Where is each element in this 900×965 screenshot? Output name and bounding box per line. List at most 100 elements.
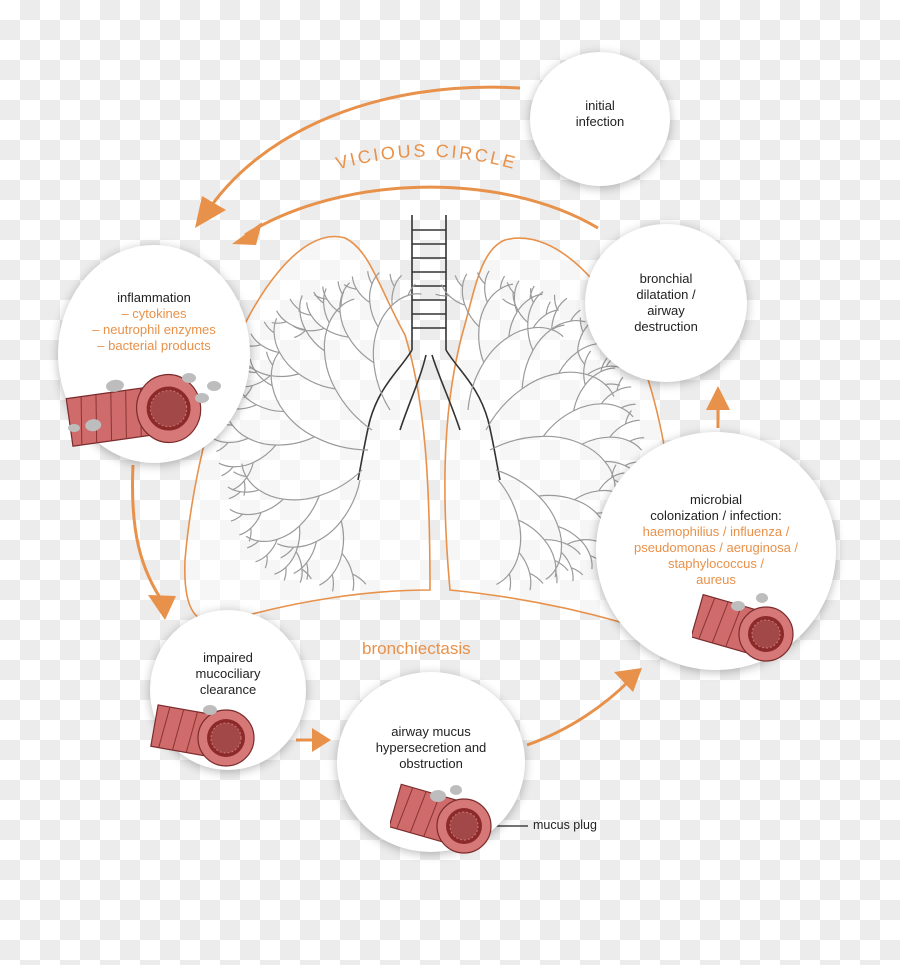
- bronchus-branch: [253, 444, 277, 464]
- bronchus-branch: [323, 350, 336, 390]
- bronchus-branch: [389, 273, 395, 287]
- bronchus-branch: [621, 407, 634, 418]
- bronchus-branch: [352, 573, 367, 585]
- bronchus-branch: [551, 320, 571, 330]
- bronchus-branch: [441, 284, 450, 296]
- bronchus-branch: [233, 461, 254, 468]
- bronchus-branch: [283, 495, 320, 501]
- bronchus-branch: [486, 288, 501, 303]
- cycle-arrows: [131, 85, 720, 747]
- bronchus-branch: [484, 283, 488, 303]
- bronchus-branch: [264, 554, 268, 569]
- airway-tube-icon: [390, 783, 492, 854]
- node-subtext: aureus: [696, 572, 736, 587]
- bronchus-branch: [609, 436, 631, 442]
- bronchus-branch: [266, 539, 278, 556]
- bronchus-branch: [255, 554, 268, 563]
- node-text: destruction: [634, 319, 698, 334]
- bronchus-branch: [461, 286, 466, 306]
- bronchus-branch: [586, 366, 607, 376]
- bronchus-branch: [230, 513, 243, 522]
- bronchus-branch: [243, 480, 246, 496]
- bronchus-branch: [616, 376, 624, 391]
- bronchus-branch: [560, 551, 572, 569]
- bronchus-branch: [271, 321, 287, 324]
- bronchus-branch: [506, 282, 516, 295]
- bronchus-branch: [239, 527, 252, 536]
- bronchus-branch: [574, 499, 597, 514]
- bronchus-branch: [489, 435, 544, 451]
- bronchus-branch: [229, 508, 243, 515]
- node-text: mucociliary: [195, 666, 261, 681]
- bronchus-branch: [368, 283, 373, 303]
- bronchus-branch: [322, 288, 327, 304]
- bronchus-branch: [248, 527, 252, 542]
- bronchus-branch: [527, 302, 534, 323]
- bronchus-branch: [513, 293, 518, 313]
- bronchus-branch: [293, 329, 306, 339]
- node-subtext: – cytokines: [121, 306, 187, 321]
- bronchus-branch: [305, 327, 325, 332]
- bronchus-branch: [485, 388, 523, 431]
- bronchus-branch: [270, 364, 274, 386]
- bronchus-branch: [576, 331, 584, 352]
- node-text: obstruction: [399, 756, 463, 771]
- bronchus-branch: [407, 293, 422, 296]
- initial-infection-node: initial infection: [530, 52, 670, 186]
- node-subtext: – bacterial products: [97, 338, 211, 353]
- bronchus-branch: [371, 272, 380, 285]
- bronchus-branch: [448, 295, 466, 306]
- bronchus-branch: [351, 573, 355, 592]
- bronchus-branch: [283, 567, 287, 581]
- bronchus-branch: [293, 541, 317, 548]
- bronchus-branch: [529, 285, 535, 299]
- bronchus-branch: [256, 404, 285, 413]
- bronchus-branch: [529, 573, 532, 591]
- bronchus-branch: [454, 275, 463, 288]
- bronchus-branch: [545, 309, 559, 315]
- bronchiectasis-label: bronchiectasis: [362, 639, 471, 658]
- bronchus-branch: [283, 411, 315, 438]
- bronchus-branch: [483, 336, 510, 363]
- bronchus-branch: [604, 460, 626, 467]
- bronchus-branch: [299, 295, 303, 310]
- bronchus-branch: [323, 303, 330, 324]
- bronchus-branch: [577, 351, 586, 365]
- bronchus-branch: [240, 489, 260, 493]
- bronchus-branch: [543, 435, 583, 445]
- bronchus-branch: [242, 511, 262, 516]
- bronchus-branch: [476, 272, 486, 285]
- node-subtext: – neutrophil enzymes: [92, 322, 216, 337]
- bronchus-branch: [497, 479, 519, 521]
- node-text: bronchial: [639, 271, 693, 286]
- bronchus-branch: [245, 535, 259, 542]
- bronchus-branch: [231, 424, 249, 439]
- bronchus-branch: [604, 461, 615, 480]
- mucus-plug-label: mucus plug: [533, 818, 597, 832]
- bronchus-branch: [331, 553, 343, 575]
- bronchus-branch: [621, 403, 636, 409]
- bronchus-branch: [260, 498, 284, 514]
- bronchus-branch: [514, 280, 520, 294]
- airway-tube-icon: [692, 593, 794, 662]
- bronchus-branch: [249, 359, 257, 373]
- node-text: impaired: [203, 650, 253, 665]
- bronchus-branch: [557, 525, 581, 541]
- bronchus-branch: [276, 543, 294, 548]
- bronchus-branch: [243, 462, 254, 482]
- bronchus-branch: [581, 443, 606, 462]
- bronchus-branch: [373, 362, 391, 411]
- bronchus-branch: [216, 442, 229, 453]
- bronchus-branch: [499, 275, 506, 289]
- bronchus-branch: [407, 283, 416, 296]
- bronchus-branch: [573, 403, 602, 412]
- bronchus-branch: [529, 293, 543, 300]
- bronchus-branch: [322, 286, 328, 300]
- bronchus-branch: [250, 367, 271, 377]
- bronchus-branch: [326, 298, 341, 314]
- bronchus-branch: [247, 437, 276, 446]
- bronchus-branch: [478, 326, 485, 363]
- bronchus-branch: [566, 543, 581, 555]
- bronchus-branch: [518, 519, 545, 541]
